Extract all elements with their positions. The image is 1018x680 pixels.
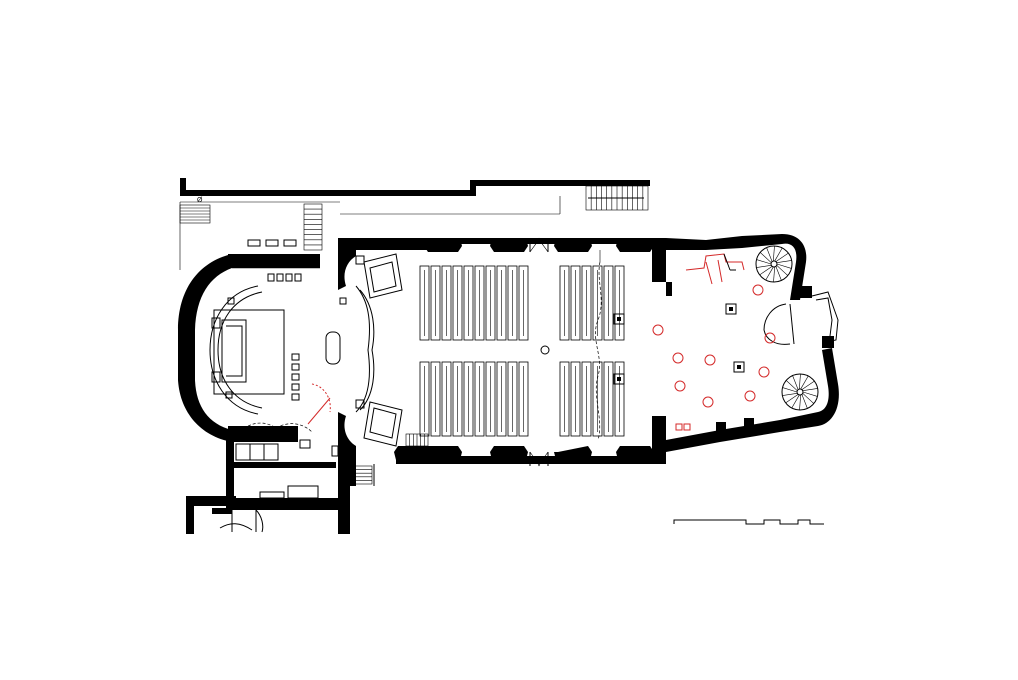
- pew-block-south-west: [419, 361, 529, 437]
- spiral-tread: [799, 394, 801, 411]
- chancel-rail: [209, 285, 263, 415]
- nave-north-wall: [338, 237, 666, 282]
- proposed-partition: [675, 253, 745, 431]
- spiral-tread: [756, 259, 772, 265]
- spiral-tread: [785, 394, 799, 404]
- main-entrance: [763, 286, 839, 348]
- spiral-tread: [782, 387, 798, 393]
- south-nave-stair: [405, 433, 429, 447]
- spiral-tread: [782, 393, 798, 396]
- spiral-tread: [799, 373, 801, 390]
- northwest-stair: Ø: [179, 197, 211, 224]
- narthex-walls: [666, 234, 839, 452]
- spiral-tread: [776, 265, 788, 276]
- spiral-tread: [800, 375, 809, 390]
- pew-block-south-east: [559, 361, 625, 437]
- lectern: [325, 297, 347, 365]
- spiral-tread: [773, 245, 775, 262]
- spiral-tread: [801, 394, 808, 409]
- sacristy-stair: [303, 203, 323, 251]
- spiral-tread: [775, 252, 789, 262]
- spiral-tread: [775, 266, 782, 281]
- apse-walls: [178, 254, 320, 442]
- spiral-tread: [773, 266, 775, 283]
- spiral-tread: [766, 247, 773, 262]
- spiral-tread: [756, 265, 772, 268]
- spiral-stair-north: [755, 245, 793, 283]
- spiral-tread: [801, 380, 815, 390]
- pew-block-north-west: [419, 265, 529, 341]
- spiral-tread: [765, 266, 774, 281]
- nave-south-wall: [394, 416, 666, 467]
- south-annex: [186, 422, 356, 534]
- scale-bar: [673, 519, 824, 525]
- spiral-tread: [760, 252, 772, 263]
- clergy-seats: [291, 353, 300, 401]
- spiral-tread: [802, 391, 818, 397]
- proposed-columns: [652, 284, 776, 408]
- aisle-marker: [540, 345, 550, 355]
- choir-seats: [267, 273, 302, 282]
- pew-blocks: [419, 265, 625, 437]
- spiral-stair-south: [781, 373, 819, 411]
- south-entry-stair: [353, 464, 375, 486]
- apse-door-swing: [307, 383, 331, 425]
- spiral-tread: [786, 380, 798, 391]
- north-exterior-stair: [585, 185, 649, 211]
- symbol-label: Ø: [197, 197, 203, 204]
- south-side-chapel: [355, 399, 403, 447]
- pew-block-north-east: [559, 265, 625, 341]
- narthex-columns: [725, 303, 745, 373]
- spiral-tread: [802, 393, 814, 404]
- spiral-tread: [792, 375, 799, 390]
- north-side-chapel: [355, 253, 403, 299]
- spiral-tread: [776, 263, 792, 269]
- chancel-arch: [338, 238, 375, 464]
- spiral-tread: [774, 247, 783, 262]
- spiral-tread: [791, 394, 800, 409]
- gallery-outline: [595, 250, 625, 441]
- spiral-tread: [759, 266, 773, 276]
- spiral-tread: [776, 260, 792, 263]
- spiral-tread: [802, 388, 818, 391]
- altar-platform: [213, 309, 285, 395]
- apse-north-benches: [247, 239, 297, 247]
